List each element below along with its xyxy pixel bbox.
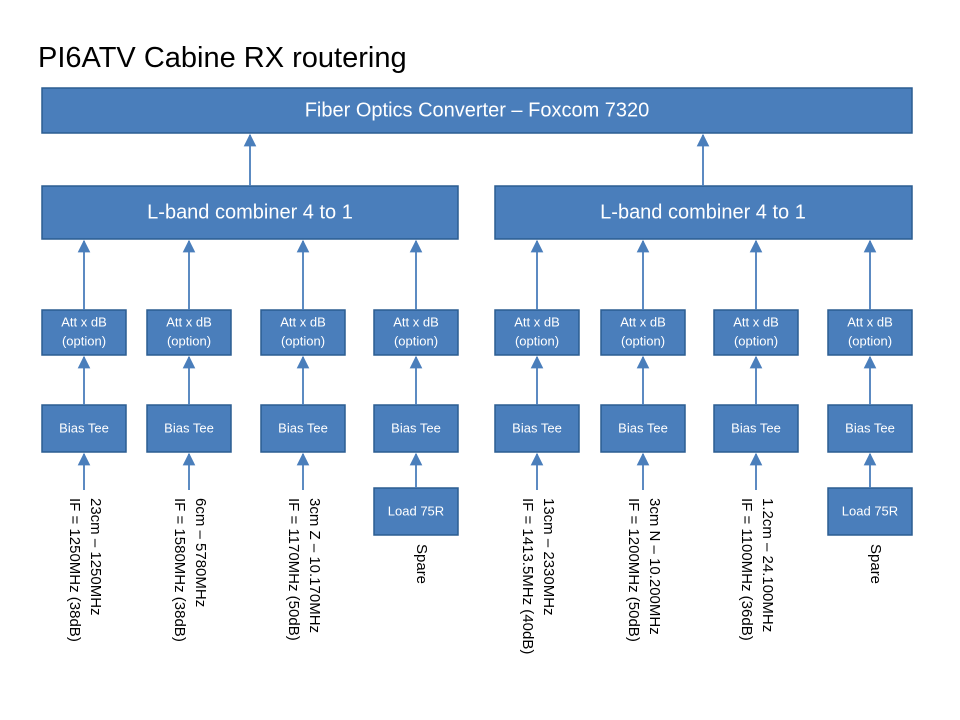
channel-1: Att x dB (option) Bias Tee 23cm – 1250MHzIF… (41, 239, 127, 642)
channel-5: Att x dB (option) Bias Tee 13cm – 2330MHzIF… (494, 239, 580, 654)
bias-tee-label: Bias Tee (731, 420, 781, 435)
combiner-1: L-band combiner 4 to 1 (41, 185, 459, 240)
bias-tee-label: Bias Tee (164, 420, 214, 435)
attenuator-label: Att x dB (393, 314, 439, 329)
attenuator-option-label: (option) (62, 333, 106, 348)
input-label: Spare (413, 544, 430, 584)
input-label: Spare (867, 544, 884, 584)
band-label: 6cm – 5780MHz (192, 498, 209, 607)
attenuator-label: Att x dB (280, 314, 326, 329)
attenuator-label: Att x dB (733, 314, 779, 329)
bias-tee-box (494, 404, 580, 453)
bias-tee-label: Bias Tee (59, 420, 109, 435)
combiner-1-label: L-band combiner 4 to 1 (147, 201, 353, 223)
attenuator-label: Att x dB (61, 314, 107, 329)
load-label: Load 75R (842, 503, 898, 518)
attenuator-label: Att x dB (166, 314, 212, 329)
band-label: 23cm – 1250MHz (87, 498, 104, 616)
load-box (373, 487, 459, 536)
if-label: IF = 1170MHz (50dB) (285, 498, 302, 641)
attenuator-option-label: (option) (394, 333, 438, 348)
converter-label: Fiber Optics Converter – Foxcom 7320 (305, 99, 650, 121)
bias-tee-box (827, 404, 913, 453)
bias-tee-box (373, 404, 459, 453)
bias-tee-label: Bias Tee (845, 420, 895, 435)
band-label: 3cm Z – 10.170MHz (306, 498, 323, 633)
attenuator-label: Att x dB (620, 314, 666, 329)
attenuator-option-label: (option) (848, 333, 892, 348)
attenuator-label: Att x dB (847, 314, 893, 329)
combiner-2: L-band combiner 4 to 1 (494, 185, 913, 240)
attenuator-option-label: (option) (515, 333, 559, 348)
channel-3: Att x dB (option) Bias Tee 3cm Z – 10.170MH… (260, 239, 346, 641)
if-label: IF = 1413.5MHz (40dB) (519, 498, 536, 654)
attenuator-option-label: (option) (281, 333, 325, 348)
attenuator-box (373, 309, 459, 356)
if-label: IF = 1250MHz (38dB) (66, 498, 83, 642)
bias-tee-label: Bias Tee (278, 420, 328, 435)
load-label: Load 75R (388, 503, 444, 518)
channel-6: Att x dB (option) Bias Tee 3cm N – 10.200MH… (600, 239, 686, 642)
attenuator-option-label: (option) (621, 333, 665, 348)
band-label: 3cm N – 10.200MHz (646, 498, 663, 635)
if-label: IF = 1200MHz (50dB) (625, 498, 642, 642)
attenuator-box (494, 309, 580, 356)
band-label: 1.2cm – 24.100MHz (759, 498, 776, 632)
bias-tee-label: Bias Tee (618, 420, 668, 435)
attenuator-option-label: (option) (734, 333, 778, 348)
channel-2: Att x dB (option) Bias Tee 6cm – 5780MHzIF … (146, 239, 232, 642)
if-label: IF = 1580MHz (38dB) (171, 498, 188, 642)
attenuator-box (827, 309, 913, 356)
attenuator-box (600, 309, 686, 356)
bias-tee-label: Bias Tee (512, 420, 562, 435)
fiber-optics-converter: Fiber Optics Converter – Foxcom 7320 (41, 87, 913, 134)
band-label: 13cm – 2330MHz (540, 498, 557, 616)
bias-tee-label: Bias Tee (391, 420, 441, 435)
attenuator-option-label: (option) (167, 333, 211, 348)
if-label: IF = 1100MHz (36dB) (738, 498, 755, 641)
diagram-title: PI6ATV Cabine RX routering (38, 42, 407, 74)
attenuator-label: Att x dB (514, 314, 560, 329)
combiner-2-label: L-band combiner 4 to 1 (600, 201, 806, 223)
load-box (827, 487, 913, 536)
channel-7: Att x dB (option) Bias Tee 1.2cm – 24.100MH… (713, 239, 799, 641)
